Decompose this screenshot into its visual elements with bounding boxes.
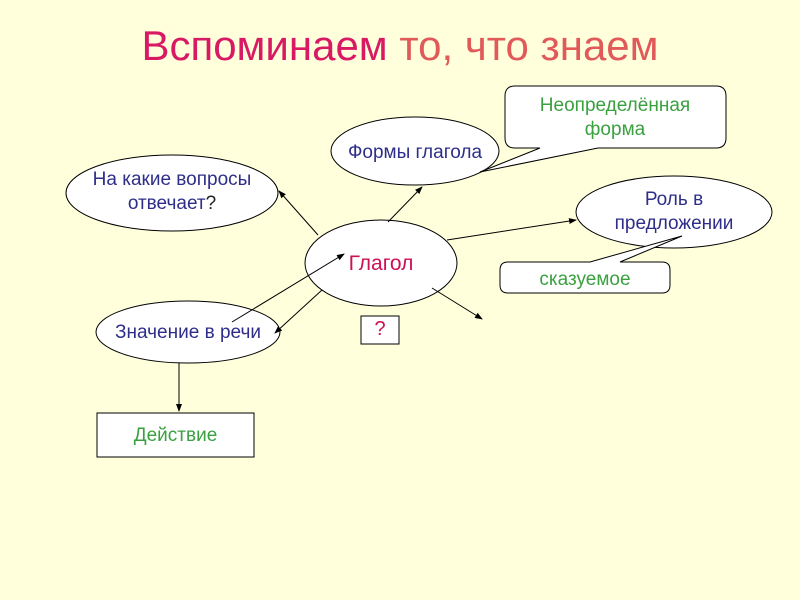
title-part1: Вспоминаем — [141, 22, 388, 69]
action-box — [96, 412, 255, 458]
arrow-to-forms — [387, 186, 423, 223]
unknown-box — [360, 315, 400, 345]
meaning-label: Значение в речи — [115, 322, 261, 343]
center-ellipse — [304, 219, 458, 307]
arrow-meaning-to-center — [231, 253, 345, 323]
arrow-to-unknown — [431, 287, 483, 320]
predicate-callout — [499, 235, 683, 294]
infinitive-label: Неопределённая форма — [539, 95, 691, 140]
arrow-to-questions — [278, 190, 319, 236]
infinitive-callout — [479, 85, 727, 173]
slide-title: Вспоминаем то, что знаем — [0, 22, 800, 70]
role-label: Роль в предложении — [614, 189, 734, 234]
predicate-label: сказуемое — [539, 269, 631, 290]
center-label: Глагол — [348, 252, 414, 275]
title-part2: то, что знаем — [387, 22, 659, 69]
arrow-to-role — [446, 218, 577, 241]
arrow-to-meaning — [274, 289, 323, 334]
role-ellipse — [575, 175, 773, 249]
forms-ellipse — [330, 116, 500, 186]
forms-label: Формы глагола — [347, 142, 483, 163]
action-label: Действие — [133, 425, 218, 446]
questions-ellipse — [65, 154, 279, 232]
unknown-label: ? — [374, 318, 386, 340]
questions-label: На какие вопросы отвечает? — [92, 169, 252, 214]
